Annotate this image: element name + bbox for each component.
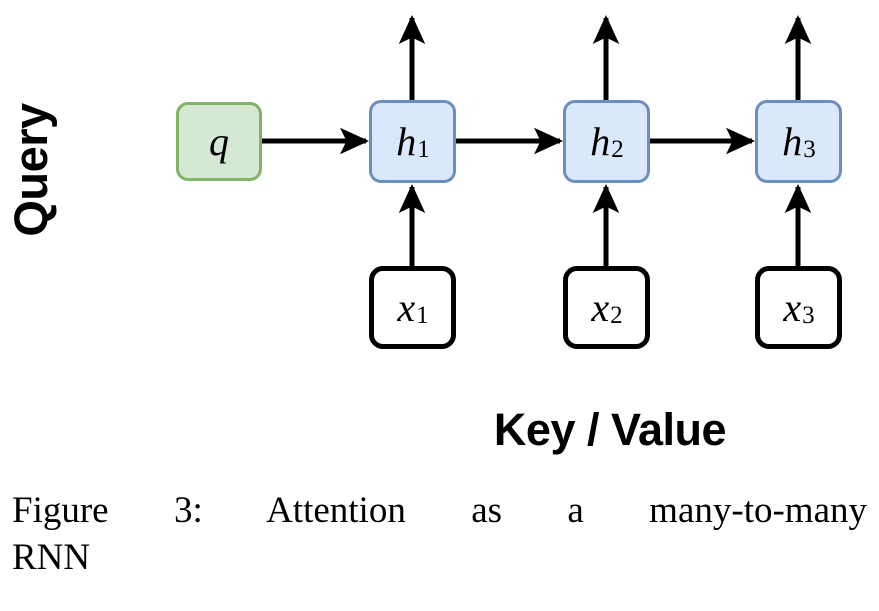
node-input-x2-subscript: 2 xyxy=(610,301,623,329)
figure-caption: Figure 3: Attention as a many-to-many RN… xyxy=(12,487,867,582)
axis-label-key-value: Key / Value xyxy=(493,404,727,455)
axis-label-query: Query xyxy=(3,103,57,237)
node-input-x3-symbol: x xyxy=(783,284,802,330)
node-input-x2-symbol: x xyxy=(591,284,610,330)
node-input-x1-symbol: x xyxy=(397,284,416,330)
node-hidden-h1-symbol: h xyxy=(396,118,417,164)
diagram-canvas xyxy=(262,14,812,266)
node-hidden-h3-symbol: h xyxy=(782,118,803,164)
node-hidden-h2-subscript: 2 xyxy=(611,135,624,163)
node-query-q[interactable]: q xyxy=(176,102,262,181)
node-hidden-h2-symbol: h xyxy=(590,118,611,164)
node-query-symbol: q xyxy=(209,118,229,164)
node-input-x3-subscript: 3 xyxy=(802,301,815,329)
node-hidden-h3-subscript: 3 xyxy=(803,135,816,163)
node-hidden-h1-subscript: 1 xyxy=(417,135,430,163)
figure-caption-line-1: Figure 3: Attention as a many-to-many xyxy=(12,490,867,531)
node-input-x1-subscript: 1 xyxy=(416,301,429,329)
figure-caption-line-2: RNN xyxy=(12,537,91,579)
